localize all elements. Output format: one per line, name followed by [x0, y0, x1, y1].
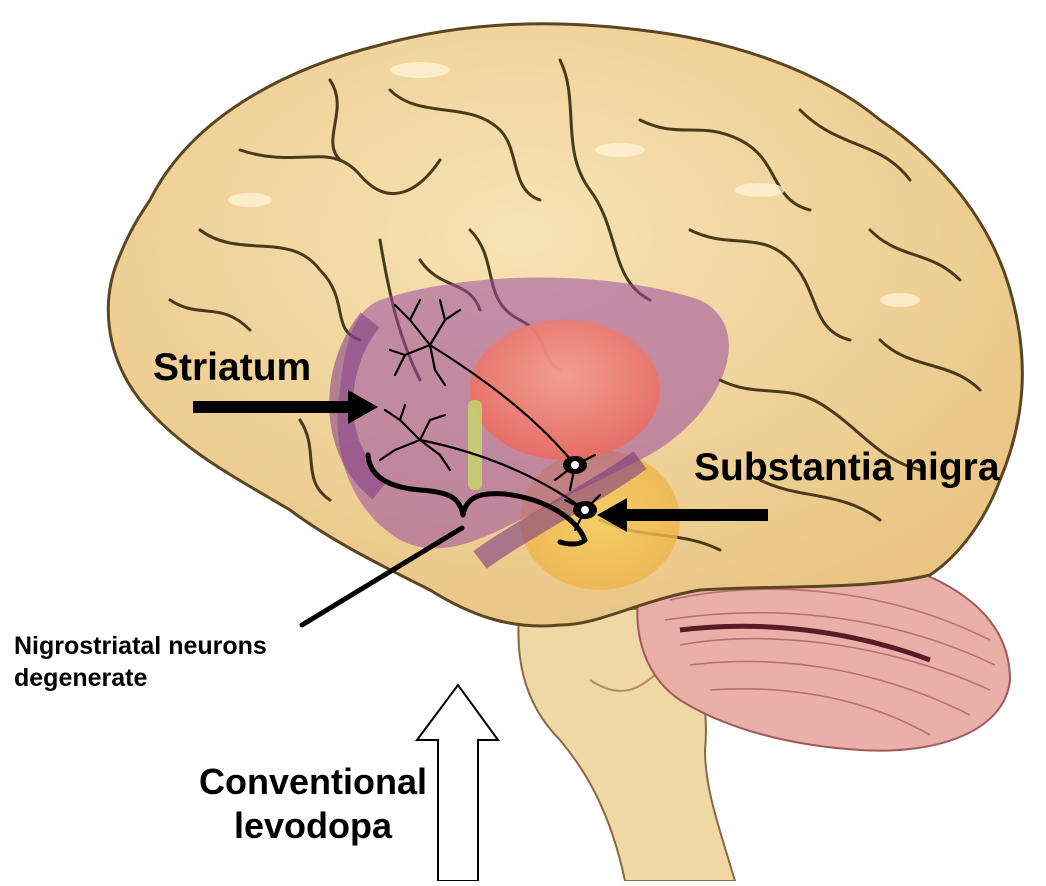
label-levodopa-line1: Conventional	[188, 760, 438, 804]
internal-capsule	[468, 400, 482, 490]
label-substantia-nigra: Substantia nigra	[694, 446, 1000, 490]
label-nigrostriatal: Nigrostriatal neurons degenerate	[14, 630, 267, 694]
label-levodopa: Conventional levodopa	[188, 760, 438, 848]
label-levodopa-line2: levodopa	[188, 804, 438, 848]
label-nigrostriatal-line1: Nigrostriatal neurons	[14, 630, 267, 662]
thalamus	[470, 320, 660, 460]
label-nigrostriatal-line2: degenerate	[14, 662, 267, 694]
label-striatum: Striatum	[153, 346, 311, 390]
